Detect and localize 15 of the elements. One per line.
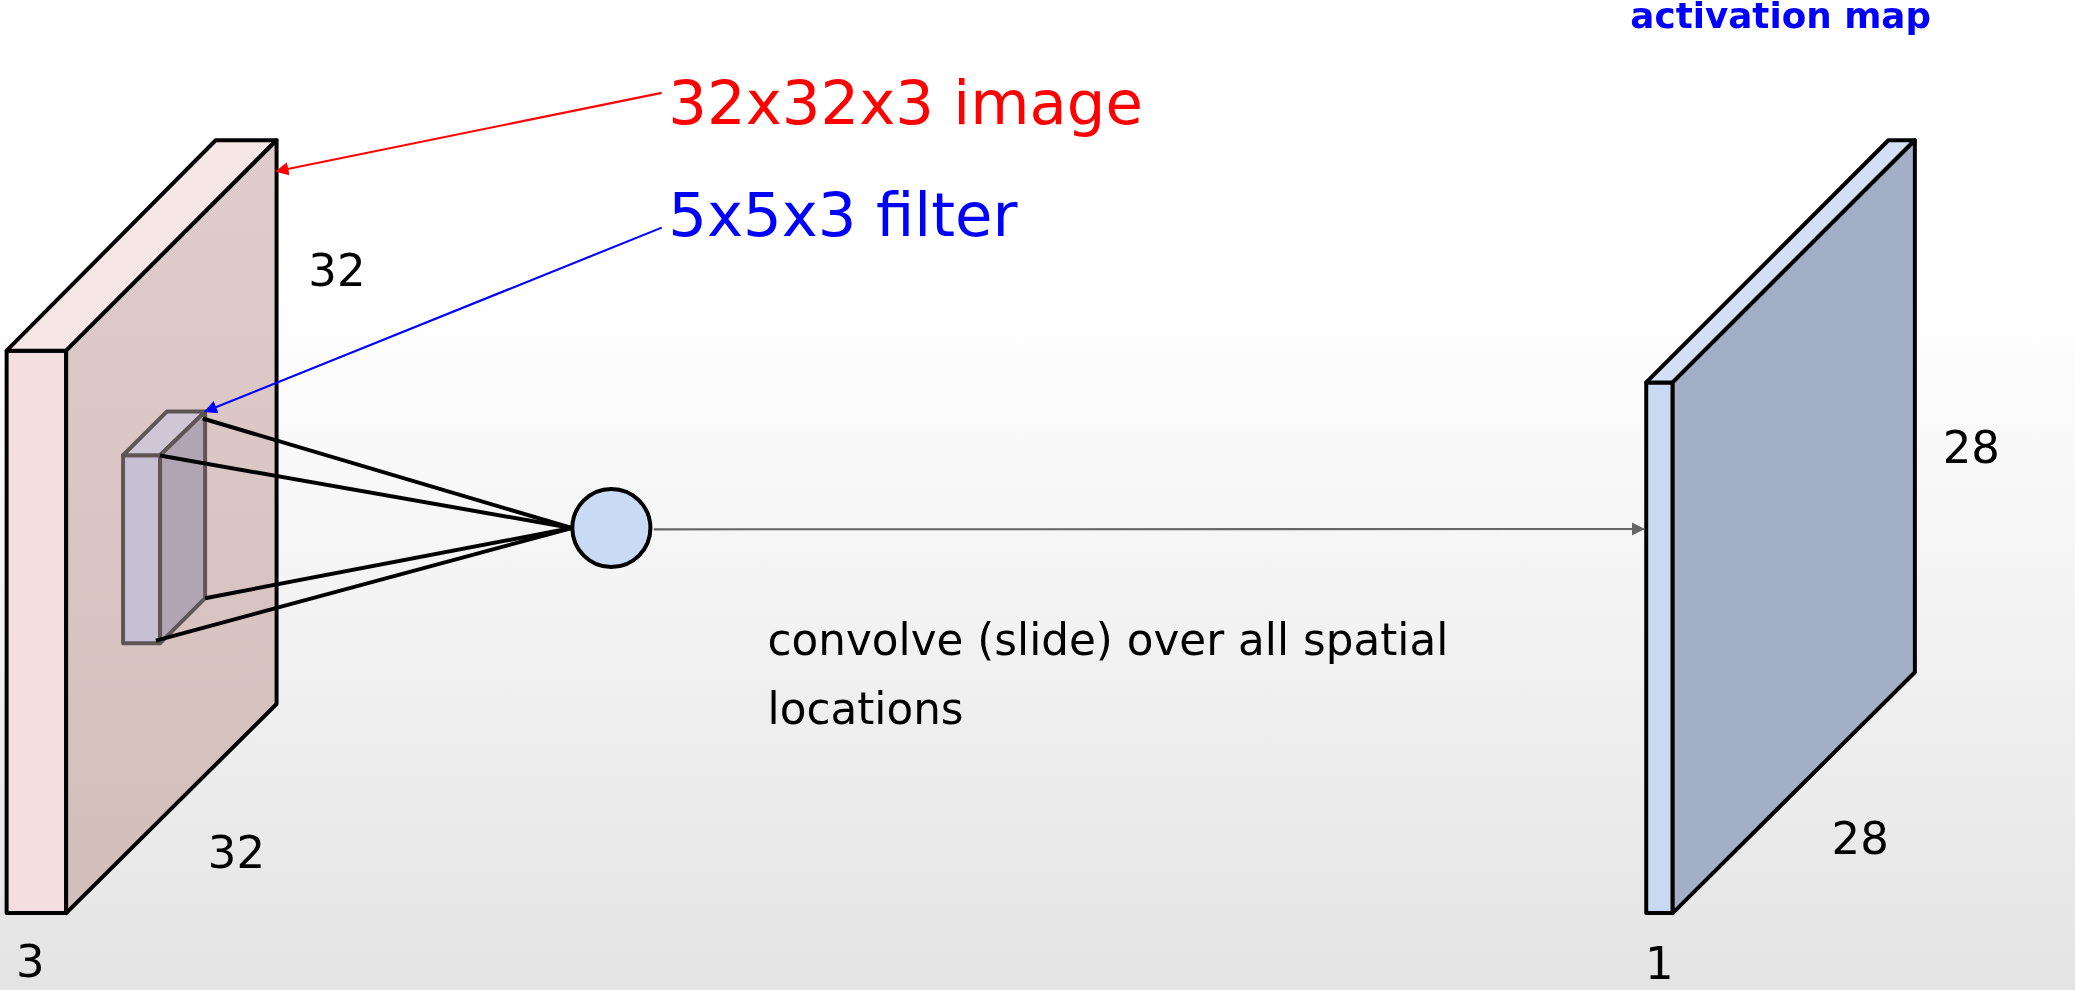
arrow bbox=[203, 226, 663, 414]
dimension-label: 32 bbox=[207, 825, 265, 879]
dimension-label: 3 bbox=[15, 934, 45, 988]
dimension-label: 1 bbox=[1644, 936, 1674, 990]
dimension-label: 28 bbox=[1831, 811, 1889, 865]
callout-label: 32x32x3 image bbox=[668, 63, 1143, 143]
dimension-label: 28 bbox=[1942, 420, 2000, 474]
callout-label: 5x5x3 filter bbox=[668, 174, 1018, 255]
connector-line bbox=[159, 453, 572, 530]
arrow bbox=[653, 522, 1645, 536]
connector-line bbox=[204, 526, 573, 601]
dimension-label: 32 bbox=[308, 243, 366, 297]
heading-text: activation map bbox=[1630, 0, 1932, 36]
arrow bbox=[275, 91, 662, 176]
edge-label: convolve (slide) over all spatial locations bbox=[767, 613, 1450, 737]
